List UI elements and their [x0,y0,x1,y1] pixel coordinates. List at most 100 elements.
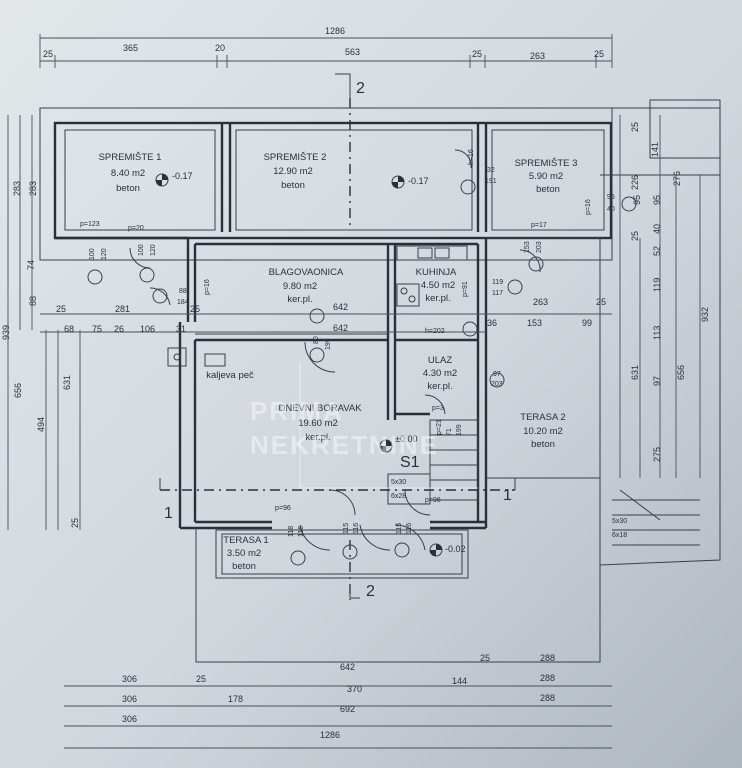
dim-mid2-1: 75 [92,324,102,334]
door-size-11: 199 [325,338,332,350]
room-kuhinja-area: 4.50 m2 [421,280,455,291]
section-markers: 2 2 1 1 [159,73,516,600]
opening-0: p=123 [80,221,100,228]
room-spremiste1-name: SPREMIŠTE 1 [99,152,162,163]
door-size-6: 32 [487,167,495,174]
room-blagovaonica-floor: ker.pl. [287,294,312,305]
room-labels: SPREMIŠTE 1 8.40 m2 beton SPREMIŠTE 2 12… [99,152,578,572]
dim-mid2-4: 31 [176,324,186,334]
dim-right-15: 656 [676,365,686,380]
dim-mid2-2: 26 [114,324,124,334]
dim-mid1-4: 25 [596,297,606,307]
door-size-15: 203 [536,241,543,253]
dim-bot3-2: 288 [540,693,555,703]
dim-left-5: 656 [13,383,23,398]
dim-top-0: 25 [43,49,53,59]
dim-right-2: 95 [652,195,662,205]
dim-bot2-4: 288 [540,673,555,683]
dim-bot2-3: 144 [452,676,467,686]
dim-bot3-0: 306 [122,714,137,724]
room-spremiste3-area: 5.90 m2 [529,171,563,182]
dim-mid2-5: 25 [190,304,200,314]
dim-right-10: 95 [632,195,642,205]
door-size-23: 116 [353,523,360,534]
dim-left-3: 88 [28,296,38,306]
dim-right-14: 631 [630,365,640,380]
exterior-stair: 5x30 6x18 [612,489,700,546]
door-size-labels: 100 120 100 120 88 184 32 191 95 40 80 1… [89,167,615,537]
watermark-line1: PRIMA [250,396,344,426]
dim-top-5: 263 [530,51,545,61]
dim-right-8: 275 [652,447,662,462]
dim-right-0: 25 [630,122,640,132]
room-dnevni-area: 19.60 m2 [298,418,338,429]
dim-left-6: 494 [36,417,46,432]
dim-left-2: 283 [28,181,38,196]
dim-right-11: 25 [630,231,640,241]
dim-left-0: 939 [1,325,11,340]
interior-stair: S1 5x30 6x28 [387,419,479,505]
room-spremiste1-floor: beton [116,183,140,194]
room-spremiste3-floor: beton [536,184,560,195]
room-spremiste2-floor: beton [281,180,305,191]
dim-bot1-2: 642 [340,662,355,672]
room-blagovaonica-area: 9.80 m2 [283,281,317,292]
dim-mid1-2: 642 [333,302,348,312]
room-dnevni-floor: ker.pl. [305,432,330,443]
opening-8: h=16 [468,149,475,165]
dim-left-8: 25 [70,518,80,528]
dim-mid2-7: 36 [487,318,497,328]
door-size-13: 117 [492,290,503,297]
section-2-top: 2 [356,80,365,97]
left-dimensions: 939 283 283 88 74 656 494 631 25 [1,115,81,530]
dim-bot2-1: 178 [228,694,243,704]
dim-top-3: 563 [345,47,360,57]
fireplace: kaljeva peč [167,347,254,381]
stair-label: S1 [400,454,420,471]
opening-10: p=16 [585,199,592,215]
room-spremiste2-name: SPREMIŠTE 2 [264,152,327,163]
stair-steps-b: 6x28 [391,493,406,500]
door-size-5: 184 [177,299,189,306]
door-size-12: 119 [492,279,503,286]
door-size-8: 95 [607,194,615,201]
door-size-10: 80 [313,336,320,344]
room-terasa2-name: TERASA 2 [520,412,565,423]
room-dnevni-name: DNEVNI BORAVAK [278,403,362,414]
dim-bot3-1: 692 [340,704,355,714]
door-size-20: 118 [288,526,295,537]
door-size-22: 115 [343,523,350,534]
room-ulaz-name: ULAZ [428,355,452,366]
dim-mid1-1: 281 [115,304,130,314]
door-size-17: 203 [491,381,503,388]
door-size-25: 116 [406,523,413,534]
top-dimensions: 1286 25 365 20 563 25 263 25 [39,26,613,68]
dim-left-1: 283 [12,181,22,196]
level-marker-sp2: -0.17 [391,175,429,189]
level-marker-terasa1: -0.02 [429,543,466,557]
level-dnevni: ±0.00 [395,434,417,444]
fixture-circles [87,179,637,566]
level-markers: -0.17 -0.17 ±0.00 -0.02 [155,171,466,557]
kitchen-fixtures [396,245,468,307]
bottom-dimensions: 306 25 642 25 288 306 178 370 144 288 30… [64,653,612,749]
door-size-2: 100 [138,244,145,256]
room-spremiste3-name: SPREMIŠTE 3 [515,158,578,169]
dim-bot2-0: 306 [122,694,137,704]
dim-right-3: 40 [652,224,662,234]
watermark: PRIMA NEKRETNINE [250,362,478,489]
middle-dimensions: 25 281 642 263 25 68 75 26 106 31 25 642… [40,297,612,334]
dim-top-total: 1286 [325,26,345,36]
dim-bottom-total: 1286 [320,730,340,740]
door-size-24: 115 [396,523,403,534]
stair-steps-d: 6x18 [612,532,627,539]
dim-bot1-3: 25 [480,653,490,663]
section-1-left: 1 [164,505,173,522]
room-terasa1-area: 3.50 m2 [227,548,261,559]
fireplace-label: kaljeva peč [206,370,254,381]
door-size-7: 191 [485,178,497,185]
dim-top-1: 365 [123,43,138,53]
dim-right-7: 97 [652,376,662,386]
door-size-0: 100 [89,248,96,260]
